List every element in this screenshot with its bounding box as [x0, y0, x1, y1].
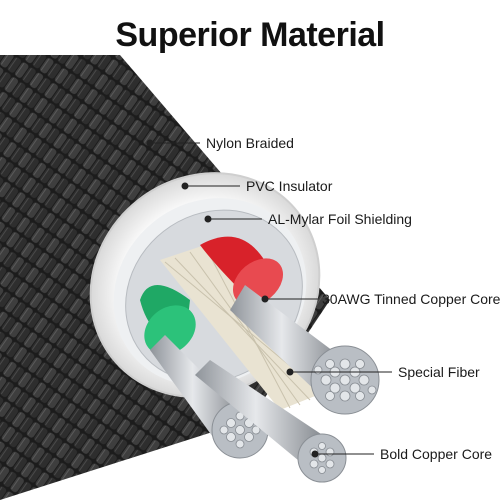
label-al-mylar-foil-shielding: AL-Mylar Foil Shielding — [268, 211, 412, 227]
special-fiber-bundle — [160, 240, 330, 410]
label-bold-copper-core: Bold Copper Core — [380, 446, 493, 462]
label-tinned-copper-core: 30AWG Tinned Copper Core — [322, 291, 500, 307]
bold-copper-strands — [150, 335, 347, 483]
leader-lines — [146, 139, 392, 458]
label-pvc-insulator: PVC Insulator — [246, 178, 333, 194]
label-special-fiber: Special Fiber — [398, 364, 480, 380]
label-nylon-braided: Nylon Braided — [206, 135, 294, 151]
green-insulated-wire — [140, 285, 196, 355]
tinned-copper-strands — [230, 285, 380, 415]
page-title: Superior Material — [115, 16, 385, 54]
